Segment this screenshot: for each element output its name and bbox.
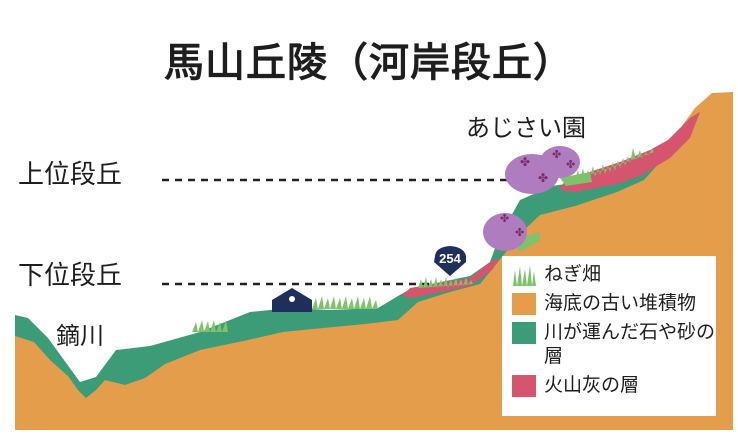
route-number: 254	[439, 251, 461, 266]
svg-text:✤: ✤	[515, 226, 524, 239]
hydrangea-bush-lower: ✤ ✤	[483, 212, 540, 252]
volcanic-ash-layer-lower	[402, 258, 500, 298]
lower-terrace-label: 下位段丘	[18, 261, 123, 291]
diagram-title: 馬山丘陵（河岸段丘）	[164, 40, 574, 86]
svg-text:✤: ✤	[520, 155, 530, 169]
onion-field-upper-terrace	[575, 148, 654, 180]
volcanic-ash-layer-upper	[560, 112, 700, 192]
legend-item-river-gravel: 川が運んだ石や砂の層	[512, 320, 716, 368]
onion-field-lower-terrace	[418, 277, 473, 288]
sea-bottom-swatch	[512, 293, 536, 315]
legend-label: 川が運んだ石や砂の層	[544, 321, 716, 367]
route-sign-icon: 254	[434, 246, 466, 276]
svg-text:✤: ✤	[552, 148, 561, 161]
svg-text:✤: ✤	[538, 171, 548, 185]
onion-field-left	[192, 320, 228, 332]
house-icon	[272, 288, 312, 312]
volcanic-ash-swatch	[512, 375, 536, 397]
river-label: 鏑川	[56, 322, 104, 350]
onion-field-swatch-icon	[512, 264, 536, 286]
legend-label: 火山灰の層	[544, 374, 640, 396]
svg-text:✤: ✤	[500, 212, 509, 225]
legend: ねぎ畑 海底の古い堆積物 川が運んだ石や砂の層 火山灰の層	[502, 256, 716, 416]
upper-terrace-label: 上位段丘	[18, 160, 123, 190]
onion-field-middle	[312, 296, 378, 309]
legend-label: ねぎ畑	[544, 263, 602, 285]
legend-item-sea-bottom: 海底の古い堆積物	[512, 291, 716, 315]
legend-item-volcanic-ash: 火山灰の層	[512, 373, 716, 397]
legend-item-onion: ねぎ畑	[512, 262, 716, 286]
legend-label: 海底の古い堆積物	[544, 292, 697, 314]
svg-text:✤: ✤	[566, 158, 575, 171]
river-gravel-swatch	[512, 322, 536, 344]
hydrangea-bush-upper: ✤ ✤ ✤ ✤	[505, 146, 592, 194]
hydrangea-garden-label: あじさい園	[466, 114, 586, 142]
